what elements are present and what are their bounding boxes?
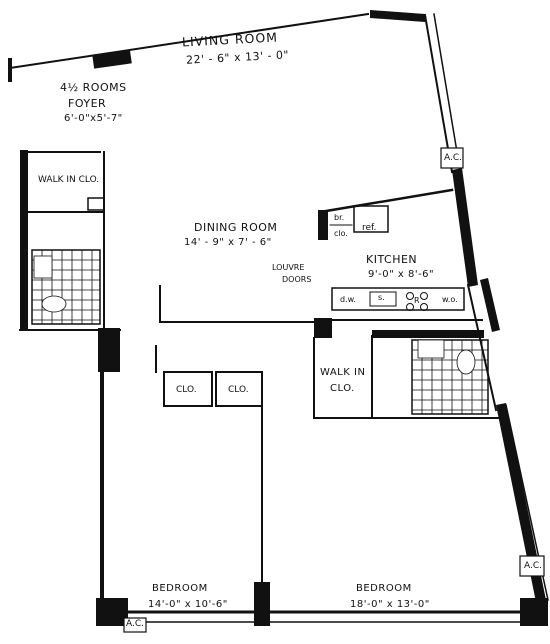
ac-label-2: A.C. xyxy=(524,561,543,571)
bath-2-tiles xyxy=(411,339,489,415)
closet-2 xyxy=(215,371,263,407)
bedroom-divider-pier xyxy=(254,582,270,626)
ac-box-1 xyxy=(440,147,464,169)
living-room-window-block xyxy=(92,49,132,69)
left-wall-pier xyxy=(98,328,120,372)
foyer-name: FOYER xyxy=(68,97,107,110)
right-wall-pier-3 xyxy=(496,403,548,612)
ac-box-3 xyxy=(123,617,147,633)
kitchen-bottom-pier xyxy=(314,318,332,338)
sink-label: s. xyxy=(378,293,385,302)
refrigerator-box xyxy=(353,205,389,233)
bath-left-wall xyxy=(20,150,28,330)
louvre-label: LOUVRE xyxy=(272,263,305,272)
foyer-dims: 6'-0"x5'-7" xyxy=(64,113,123,124)
closet-1-label: CLO. xyxy=(176,385,197,395)
bath-1-tiles xyxy=(31,249,101,325)
doors-label: DOORS xyxy=(282,275,312,284)
bottom-corner-pier xyxy=(520,598,548,626)
bedroom-2-dims: 18'-0" x 13'-0" xyxy=(350,599,430,610)
living-room-top-wall xyxy=(8,12,370,70)
wall-oven-label: w.o. xyxy=(442,295,458,304)
kitchen-top-wall xyxy=(318,188,454,214)
bedroom-2-name: BEDROOM xyxy=(356,583,412,594)
closet-2-label: CLO. xyxy=(228,385,249,395)
kitchen-name: KITCHEN xyxy=(366,253,418,266)
right-window-upper xyxy=(423,13,454,174)
walk-in-closet-2-line2: CLO. xyxy=(330,383,355,394)
range-burner xyxy=(420,292,428,300)
range-burner xyxy=(406,303,414,311)
top-right-wall xyxy=(370,10,425,22)
dining-room-name: DINING ROOM xyxy=(194,221,278,234)
range-label: R xyxy=(414,296,420,305)
range-burner xyxy=(406,292,414,300)
ac-label-1: A.C. xyxy=(444,153,463,163)
right-wall-pier-2 xyxy=(480,278,500,332)
rooms-count: 4½ ROOMS xyxy=(60,81,127,94)
bath-2-wall-block xyxy=(372,330,484,338)
closet-1 xyxy=(163,371,213,407)
bedroom-1-name: BEDROOM xyxy=(152,583,208,594)
closet-door xyxy=(87,197,105,211)
kitchen-dims: 9'-0" x 8'-6" xyxy=(368,269,435,280)
range-burner xyxy=(420,303,428,311)
right-window-upper-b xyxy=(433,13,461,171)
bedroom-1-dims: 14'-0" x 10'-6" xyxy=(148,599,228,610)
ref-label: ref. xyxy=(362,223,377,233)
ac-box-2 xyxy=(519,555,545,577)
ac-label-3: A.C. xyxy=(126,619,145,629)
right-wall-pier-1 xyxy=(452,168,478,287)
walk-in-closet-2-line1: WALK IN xyxy=(320,367,366,378)
kitchen-left-pier xyxy=(318,210,328,240)
br-label: br. xyxy=(334,213,345,222)
dishwasher-label: d.w. xyxy=(340,295,356,304)
walk-in-closet-1-label: WALK IN CLO. xyxy=(38,175,100,185)
clo-small-label: clo. xyxy=(334,229,348,238)
dining-room-dims: 14' - 9" x 7' - 6" xyxy=(184,237,272,248)
sink-basin xyxy=(369,291,397,307)
kitchen-counter xyxy=(331,287,465,311)
